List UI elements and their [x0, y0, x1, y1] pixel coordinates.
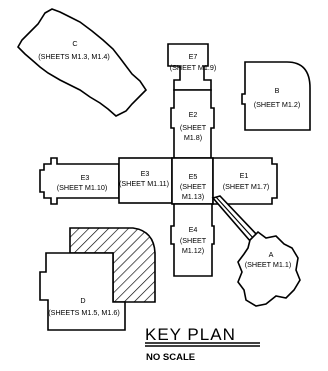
area-e2-letter: E2	[189, 110, 198, 119]
area-e3-inner-letter: E3	[141, 169, 150, 178]
area-e1-sheets: (SHEET M1.7)	[223, 182, 270, 191]
wing-e7[interactable]: E7 (SHEET M1.9)	[167, 43, 217, 91]
building-a[interactable]: A (SHEET M1.1)	[237, 230, 301, 307]
area-e1-letter: E1	[240, 171, 249, 180]
area-e5-sheets-line2: M1.13)	[182, 192, 204, 201]
area-e3-outer-sheets: (SHEET M1.10)	[57, 183, 108, 192]
scale-note: NO SCALE	[146, 352, 195, 363]
area-d-sheets: (SHEETS M1.5, M1.6)	[48, 308, 120, 317]
key-plan-title: KEY PLAN	[145, 325, 236, 344]
area-a-sheets: (SHEET M1.1)	[245, 260, 292, 269]
area-e7-sheets: (SHEET M1.9)	[170, 63, 217, 72]
wing-e2[interactable]: E2 (SHEET M1.8)	[170, 89, 215, 159]
area-e4-sheets-line1: (SHEET	[180, 236, 207, 245]
wing-e3-outer[interactable]: E3 (SHEET M1.10)	[39, 157, 120, 205]
area-b-letter: B	[275, 86, 280, 95]
wing-e1[interactable]: E1 (SHEET M1.7)	[212, 157, 278, 205]
area-e2-sheets-line1: (SHEET	[180, 123, 207, 132]
area-c-sheets: (SHEETS M1.3, M1.4)	[38, 52, 110, 61]
area-e3-inner-sheets: (SHEET M1.11)	[119, 179, 169, 188]
area-b-sheets: (SHEET M1.2)	[254, 100, 301, 109]
building-b[interactable]: B (SHEET M1.2)	[241, 61, 311, 131]
title-block: KEY PLAN NO SCALE	[145, 325, 260, 363]
area-e3-outer-letter: E3	[81, 173, 90, 182]
area-e2-sheets-line2: M1.8)	[184, 133, 202, 142]
area-c-letter: C	[72, 39, 77, 48]
area-e7-letter: E7	[189, 52, 198, 61]
building-d[interactable]: D (SHEETS M1.5, M1.6)	[39, 227, 156, 331]
wing-e4[interactable]: E4 (SHEET M1.12)	[170, 203, 215, 277]
area-e5-sheets-line1: (SHEET	[180, 182, 207, 191]
area-e4-sheets-line2: M1.12)	[182, 246, 204, 255]
area-d-letter: D	[80, 296, 85, 305]
wing-e3-inner[interactable]: E3 (SHEET M1.11)	[118, 157, 173, 204]
hub-e5[interactable]: E5 (SHEET M1.13)	[171, 157, 214, 205]
area-e5-letter: E5	[189, 172, 198, 181]
building-c[interactable]: C (SHEETS M1.3, M1.4)	[17, 8, 148, 117]
area-e4-letter: E4	[189, 225, 198, 234]
area-a-letter: A	[269, 250, 274, 259]
